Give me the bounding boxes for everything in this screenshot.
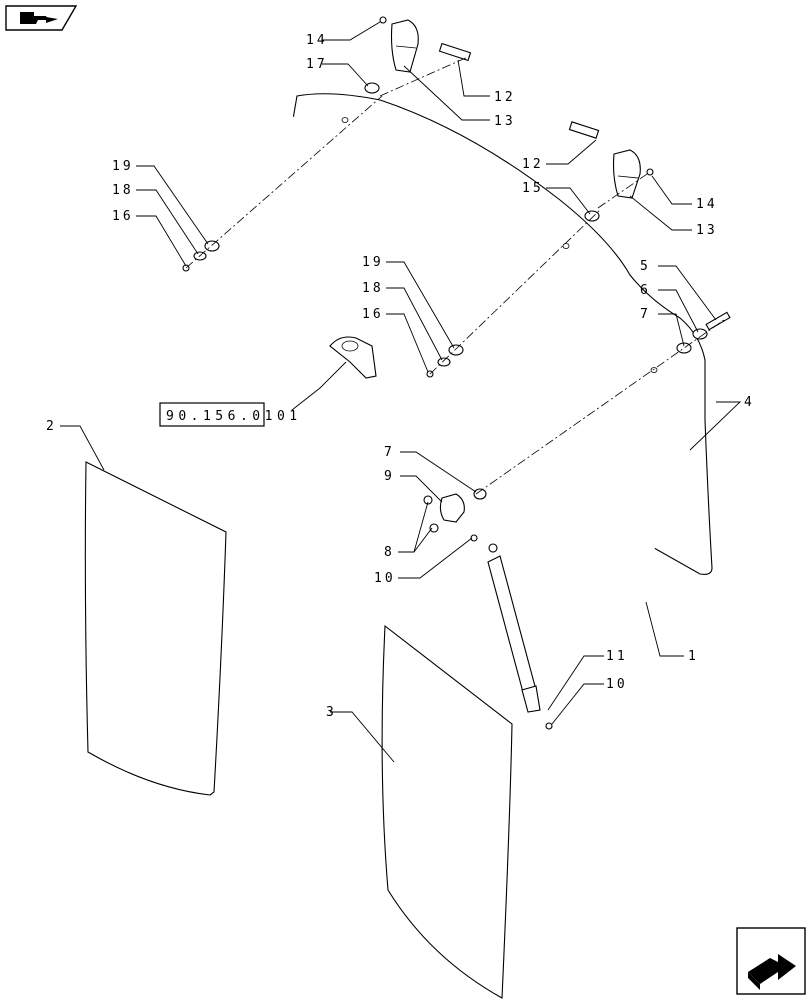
callout-12-top: 12 xyxy=(494,90,516,105)
callout-18-left: 18 xyxy=(112,183,134,198)
callout-3: 3 xyxy=(326,705,337,720)
callout-10-center: 10 xyxy=(374,571,396,586)
upper-hinge xyxy=(364,16,472,94)
callout-9: 9 xyxy=(384,469,395,484)
side-panel-left xyxy=(84,461,227,796)
callout-16-left: 16 xyxy=(112,209,134,224)
strut-bracket xyxy=(423,488,487,542)
washers-center xyxy=(426,344,464,378)
washers-left xyxy=(182,240,220,272)
callout-1: 1 xyxy=(688,649,699,664)
callout-14-top: 14 xyxy=(306,33,328,48)
callout-6: 6 xyxy=(640,283,651,298)
callout-7-right: 7 xyxy=(640,307,651,322)
callout-4: 4 xyxy=(744,395,755,410)
right-hinge xyxy=(568,121,654,222)
callout-12-right: 12 xyxy=(522,157,544,172)
callout-19-left: 19 xyxy=(112,159,134,174)
callout-14-right: 14 xyxy=(696,197,718,212)
callout-13-top: 13 xyxy=(494,114,516,129)
callout-17: 17 xyxy=(306,57,328,72)
latch-handle xyxy=(329,336,377,379)
callout-8: 8 xyxy=(384,545,395,560)
arrow-next-page-icon[interactable] xyxy=(736,927,806,995)
window-seal-gasket xyxy=(218,116,657,602)
callout-11: 11 xyxy=(606,649,628,664)
callout-18-center: 18 xyxy=(362,281,384,296)
callout-2: 2 xyxy=(46,419,57,434)
callout-16-center: 16 xyxy=(362,307,384,322)
side-panel-lower xyxy=(381,624,513,999)
reference-link-box[interactable]: 90.156.0101 xyxy=(159,402,302,427)
callout-19-center: 19 xyxy=(362,255,384,270)
callout-13-right: 13 xyxy=(696,223,718,238)
callout-15: 15 xyxy=(522,181,544,196)
hand-pointing-book-icon[interactable] xyxy=(5,5,78,31)
callout-7-center: 7 xyxy=(384,445,395,460)
leader-lines xyxy=(60,21,742,763)
gas-strut xyxy=(487,543,553,730)
callout-5: 5 xyxy=(640,259,651,274)
callout-10-right: 10 xyxy=(606,677,628,692)
reference-code-text: 90.156.0101 xyxy=(166,409,302,424)
